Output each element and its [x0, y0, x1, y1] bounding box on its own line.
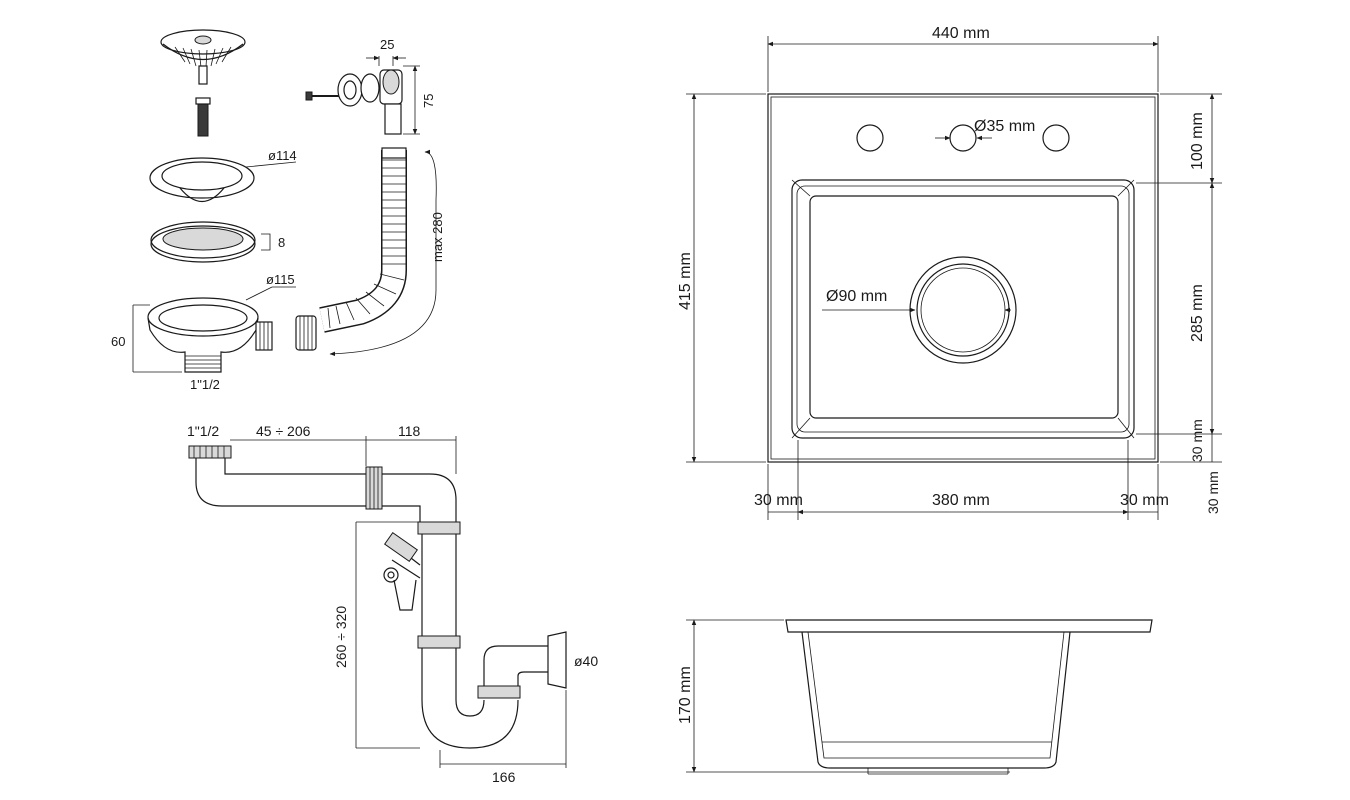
- bowl-width-label: 380 mm: [932, 492, 990, 509]
- siphon-arm-range-label: 45 ÷ 206: [256, 423, 311, 439]
- gasket-thickness-label: 8: [278, 235, 285, 250]
- siphon-arm-offset-label: 118: [398, 423, 421, 439]
- siphon-drawing: [188, 436, 567, 768]
- basket-diameter-label: ø115: [266, 272, 295, 287]
- overflow-height-label: 75: [421, 94, 436, 108]
- siphon-inlet-label: 1"1/2: [187, 423, 219, 439]
- overall-width-label: 440 mm: [932, 25, 990, 42]
- front-rim-bottom-label: 30 mm: [1205, 471, 1221, 514]
- siphon-height-label: 260 ÷ 320: [333, 606, 349, 668]
- overflow-width-label: 25: [380, 37, 394, 52]
- bowl-height-label: 170 mm: [677, 666, 694, 724]
- front-rim-label: 30 mm: [1189, 419, 1205, 462]
- hose-length-label: max 280: [430, 212, 445, 262]
- strainer-diameter-label: ø114: [268, 148, 297, 163]
- rear-deck-label: 100 mm: [1189, 112, 1206, 170]
- bowl-depth-label: 285 mm: [1189, 284, 1206, 342]
- sink-top-view: [686, 36, 1222, 520]
- drain-diameter-label: Ø90 mm: [826, 288, 887, 305]
- siphon-bottom-width-label: 166: [492, 769, 516, 785]
- overall-depth-label: 415 mm: [677, 252, 694, 310]
- drain-thread-label: 1"1/2: [190, 377, 220, 392]
- sink-side-view: [686, 619, 1153, 775]
- overflow-and-hose: [295, 55, 437, 357]
- right-rim-label: 30 mm: [1120, 492, 1169, 509]
- left-rim-label: 30 mm: [754, 492, 803, 509]
- siphon-outlet-label: ø40: [574, 653, 598, 669]
- tap-hole-label: Ø35 mm: [974, 118, 1035, 135]
- strainer-basket-exploded: [132, 29, 297, 373]
- drain-height-label: 60: [111, 334, 125, 349]
